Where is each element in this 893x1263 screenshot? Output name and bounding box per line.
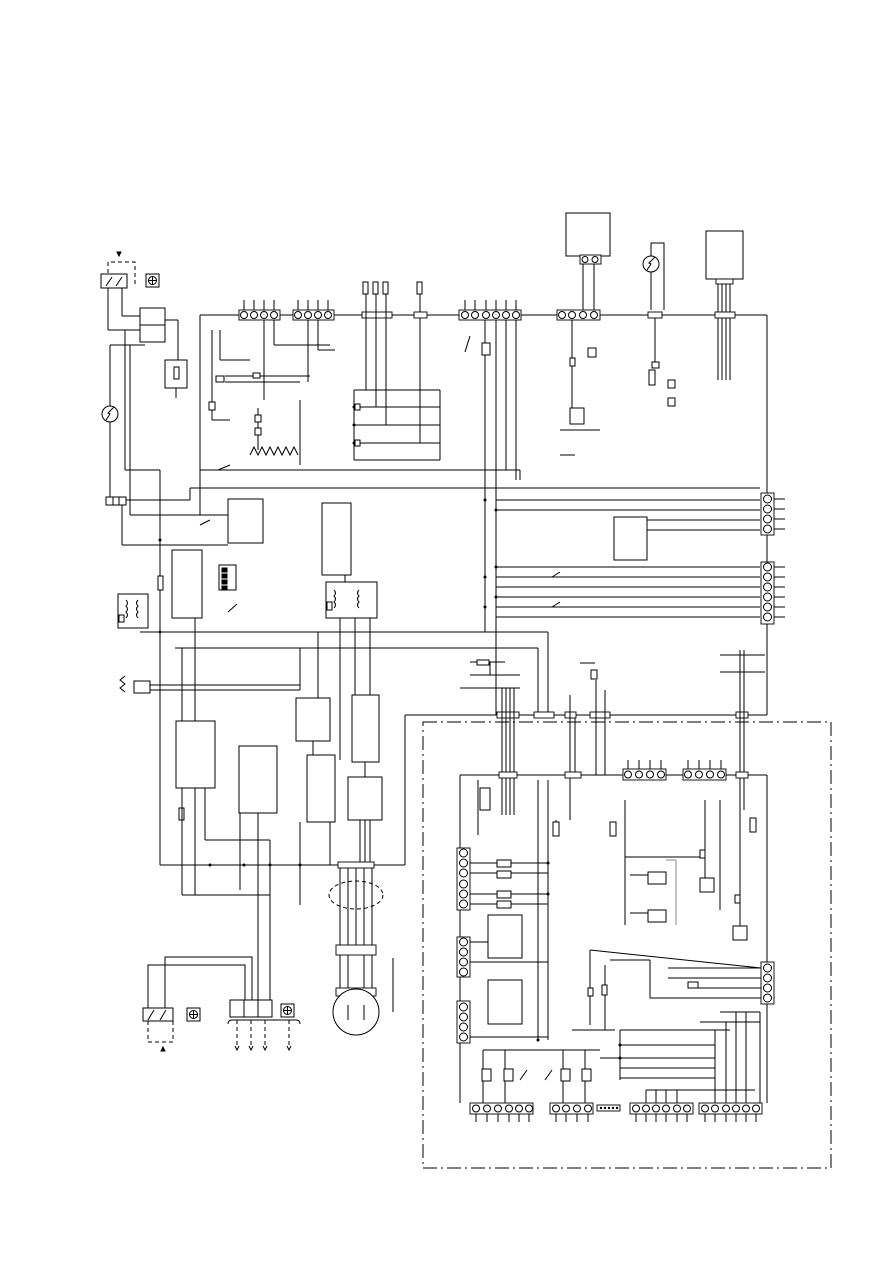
top-right-device — [706, 231, 743, 380]
right-terminal-block-a — [761, 493, 785, 535]
terminal-strip-2 — [293, 300, 334, 320]
connector-strip-3 — [362, 282, 427, 350]
left-middle-components — [118, 499, 300, 693]
enclosure-left-terminal-c — [457, 780, 548, 1043]
bottom-left-output-group — [143, 957, 300, 1051]
terminal-strip-4 — [459, 300, 521, 320]
enclosure-bottom-connector — [597, 1105, 620, 1111]
enclosure-connectors-top — [460, 650, 765, 820]
enclosure-right-terminal — [590, 950, 774, 1004]
mid-top-wiring-detail — [209, 320, 520, 480]
enclosure-bottom-terminal-a — [470, 1103, 533, 1122]
terminal-strip-1 — [239, 300, 280, 320]
enclosure-bottom-terminal-b — [550, 1103, 593, 1122]
right-terminal-block-b — [761, 562, 785, 624]
enclosure-lower-wiring — [482, 950, 760, 1103]
enclosure-relay-cluster — [625, 800, 747, 940]
sensor-thermistor-top — [643, 243, 675, 406]
driver-boards — [176, 618, 382, 1000]
terminal-strip-5 — [557, 213, 610, 320]
enclosure-bottom-terminal-d — [699, 1012, 762, 1122]
enclosure-left-terminal-a — [457, 848, 548, 910]
right-middle-wiring — [496, 320, 760, 617]
enclosure-left-terminal-b — [457, 915, 548, 977]
fan-motor-icon — [329, 862, 393, 1035]
top-left-sensor-group — [101, 252, 228, 545]
